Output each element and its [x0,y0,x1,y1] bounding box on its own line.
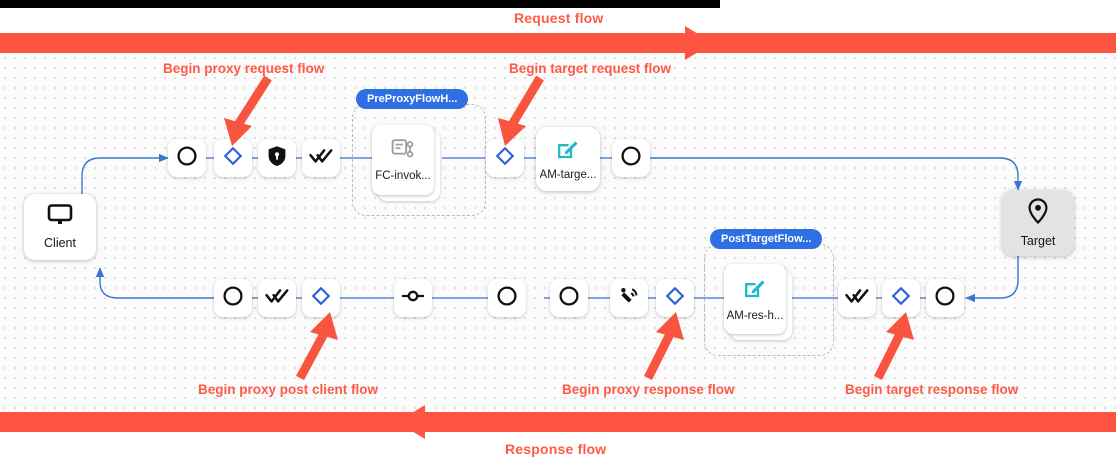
shield-lock-icon [267,145,287,172]
response-flow-arrowhead [397,405,425,439]
node-rq-3[interactable] [258,139,296,177]
policy-card-front[interactable]: FC-invok... [372,125,434,195]
node-rs-5[interactable] [488,279,526,317]
annotation-begin-target-response-flow: Begin target response flow [845,382,1019,397]
blue-diamond-icon [891,286,911,311]
node-rq-2[interactable] [214,139,252,177]
endpoint-target-label: Target [1020,234,1056,248]
policy-am-res-h[interactable]: AM-res-h... [724,264,794,342]
node-rs-1[interactable] [214,279,252,317]
node-rs-4[interactable] [394,279,432,317]
location-pin-icon [1028,198,1048,229]
annotation-begin-target-request-flow: Begin target request flow [509,61,672,76]
blue-diamond-icon [665,286,685,311]
annotation-begin-proxy-request-flow: Begin proxy request flow [163,61,325,76]
node-rs-2[interactable] [258,279,296,317]
annotation-begin-proxy-post-client-flow: Begin proxy post client flow [198,382,379,397]
node-rq-6[interactable] [612,139,650,177]
node-rs-6[interactable] [550,279,588,317]
policy-am-target[interactable]: AM-targe... [536,127,600,191]
node-rs-7[interactable] [610,279,648,317]
group-tag-preproxyflowhook[interactable]: PreProxyFlowH... [356,89,469,109]
node-rs-8[interactable] [656,279,694,317]
double-check-icon [845,287,869,310]
node-rq-5[interactable] [486,139,524,177]
response-flow-label: Response flow [505,441,607,457]
circle-icon [176,145,198,172]
flow-callout-icon [391,138,415,165]
double-check-icon [309,147,333,170]
node-rs-3[interactable] [302,279,340,317]
group-tag-posttargetflowhook[interactable]: PostTargetFlow... [710,229,823,249]
assign-message-icon [556,137,580,166]
circle-icon [496,285,518,312]
request-flow-arrowhead [685,26,713,60]
broadcast-icon [618,285,640,312]
circle-icon [934,285,956,312]
top-black-strip [0,0,720,8]
circle-icon [620,145,642,172]
double-check-icon [265,287,289,310]
policy-label-fc-invoke: FC-invok... [375,170,431,182]
response-flow-bar [0,405,1116,439]
node-rq-4[interactable] [302,139,340,177]
request-flow-label: Request flow [514,10,604,26]
node-rs-10[interactable] [882,279,920,317]
node-rs-11[interactable] [926,279,964,317]
flow-canvas[interactable] [0,53,1116,412]
annotation-begin-proxy-response-flow: Begin proxy response flow [562,382,735,397]
blue-diamond-icon [311,286,331,311]
blue-diamond-icon [223,146,243,171]
endpoint-client-label: Client [44,236,76,250]
policy-label-am-res-h: AM-res-h... [726,310,784,322]
endpoint-target[interactable]: Target [1002,190,1074,256]
policy-card-front[interactable]: AM-res-h... [724,264,786,334]
assign-message-icon [743,276,767,305]
connector-node-icon [401,289,425,308]
policy-label-am-target: AM-targe... [539,169,597,181]
request-flow-bar [0,26,1116,60]
node-rs-9[interactable] [838,279,876,317]
blue-diamond-icon [495,146,515,171]
circle-icon [222,285,244,312]
monitor-icon [47,204,73,231]
policy-fc-invoke[interactable]: FC-invok... [372,125,442,203]
node-rq-1[interactable] [168,139,206,177]
circle-icon [558,285,580,312]
endpoint-client[interactable]: Client [24,194,96,260]
